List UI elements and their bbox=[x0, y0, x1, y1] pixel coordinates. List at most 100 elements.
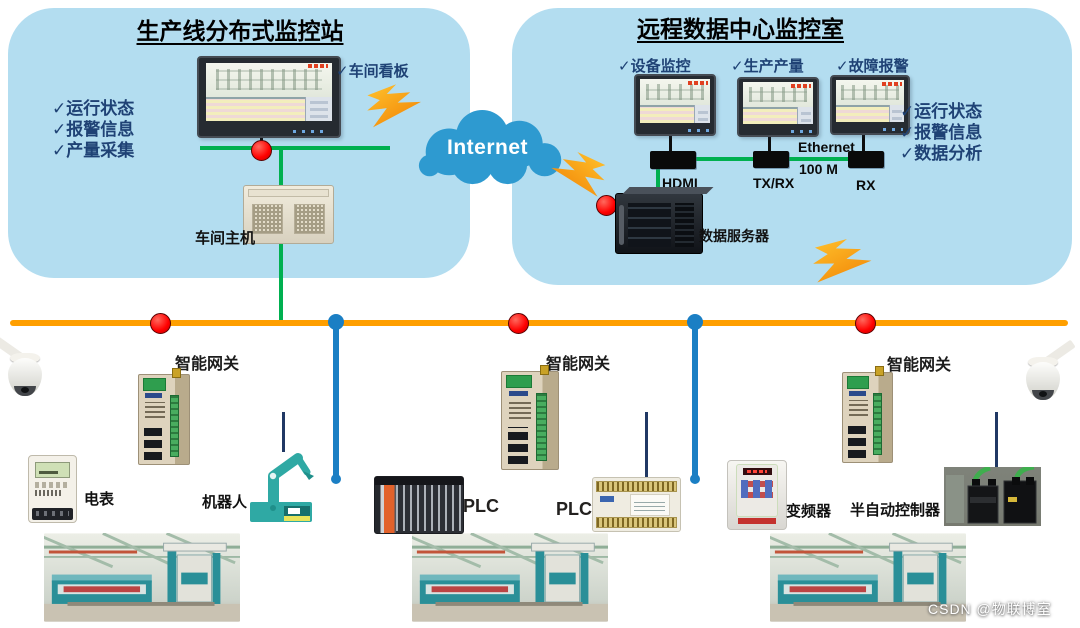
ethernet-ports bbox=[144, 425, 162, 460]
workshop-host-pc bbox=[243, 185, 334, 244]
monitor3-drop bbox=[862, 131, 865, 152]
alarm-flags bbox=[791, 83, 812, 88]
factory-photo-2 bbox=[412, 533, 608, 622]
plc-terminal-row bbox=[595, 480, 678, 492]
ethernet-ports bbox=[847, 423, 866, 458]
monitor-screen bbox=[742, 82, 814, 125]
gateway-text bbox=[848, 399, 869, 416]
right-zone-title: 远程数据中心监控室 bbox=[637, 16, 844, 42]
plc2-label: PLC bbox=[556, 499, 592, 519]
speed-label: 100 M bbox=[799, 161, 838, 177]
alarm-flags bbox=[308, 64, 329, 69]
left-checklist: ✓运行状态 ✓报警信息 ✓产量采集 bbox=[52, 98, 134, 161]
meter-barcode bbox=[34, 490, 63, 497]
internet-label: Internet bbox=[447, 136, 529, 159]
meter-lcd bbox=[35, 461, 70, 478]
electric-meter bbox=[28, 455, 77, 523]
remote-datacenter-zone bbox=[512, 8, 1072, 285]
node-left-lan bbox=[251, 140, 272, 161]
camera-lens-icon bbox=[1039, 391, 1047, 397]
controller-label: 半自动控制器 bbox=[850, 502, 941, 519]
antenna-port bbox=[540, 365, 550, 375]
inverter bbox=[727, 460, 787, 530]
monitor3-label: ✓故障报警 bbox=[836, 58, 909, 75]
left-lan-line bbox=[200, 146, 390, 150]
gateway-logo bbox=[848, 390, 866, 396]
right-checklist-item: ✓报警信息 bbox=[900, 123, 983, 142]
plc-faceplate bbox=[629, 493, 670, 517]
gateway-logo bbox=[508, 391, 528, 397]
ethernet-ports bbox=[507, 427, 528, 465]
bus-node-blue-2 bbox=[687, 314, 703, 330]
smart-gateway-1 bbox=[138, 368, 190, 465]
io-strip bbox=[872, 392, 883, 455]
monitor2-label: ✓生产产量 bbox=[731, 58, 804, 75]
drop-cap-2 bbox=[690, 474, 700, 484]
watermark: CSDN @物联博室 bbox=[928, 601, 1052, 617]
bus-node-red-2 bbox=[508, 313, 529, 334]
server-handle bbox=[619, 204, 624, 245]
ptz-camera-left bbox=[0, 335, 50, 410]
lightning-bolt-1 bbox=[363, 80, 423, 134]
meter-terminals bbox=[32, 507, 73, 521]
host-vent bbox=[293, 204, 325, 234]
field-bus bbox=[10, 320, 1068, 326]
server-label: 数据服务器 bbox=[699, 228, 769, 244]
meter-label: 电表 bbox=[84, 491, 115, 508]
scada-table bbox=[835, 104, 890, 123]
scada-panel bbox=[888, 104, 905, 123]
production-line-zone bbox=[8, 8, 470, 278]
hdmi-txrx-link bbox=[696, 157, 754, 161]
terminal-block bbox=[846, 376, 870, 389]
host-vent bbox=[252, 204, 284, 234]
bus-node-red-3 bbox=[855, 313, 876, 334]
alarm-flags bbox=[688, 80, 709, 85]
gateway-logo bbox=[145, 392, 162, 398]
scada-panel bbox=[797, 106, 814, 125]
plc-logo bbox=[599, 496, 614, 503]
factory-photo-1 bbox=[44, 533, 240, 622]
inverter-keys bbox=[740, 480, 774, 498]
scada-panel bbox=[694, 104, 711, 123]
semi-auto-controller bbox=[944, 467, 1041, 526]
drop-line-1 bbox=[333, 323, 339, 478]
smart-gateway-2 bbox=[501, 365, 559, 470]
hdmi-server-link bbox=[656, 169, 660, 195]
plc-terminal-row bbox=[595, 516, 678, 528]
inverter-display bbox=[742, 467, 772, 476]
production-output-monitor bbox=[737, 77, 819, 137]
hdmi-box bbox=[650, 151, 696, 169]
camera-lens-icon bbox=[21, 387, 29, 393]
left-checklist-item: ✓产量采集 bbox=[52, 141, 135, 160]
txrx-box bbox=[753, 151, 789, 168]
lightning-bolt-2 bbox=[550, 150, 608, 200]
device-monitoring-monitor bbox=[634, 74, 716, 136]
txrx-label: TX/RX bbox=[753, 175, 795, 191]
io-strip bbox=[536, 393, 547, 462]
plc1-label: PLC bbox=[463, 496, 499, 516]
monitor-screen bbox=[835, 80, 905, 123]
robot-label: 机器人 bbox=[202, 494, 248, 511]
antenna-port bbox=[172, 368, 181, 378]
left-checklist-item: ✓运行状态 bbox=[52, 99, 135, 118]
plc-rack bbox=[374, 476, 464, 534]
terminal-block bbox=[506, 375, 532, 388]
bus-node-blue-1 bbox=[328, 314, 344, 330]
gateway3-label: 智能网关 bbox=[887, 357, 952, 374]
inverter-tag bbox=[738, 518, 776, 525]
drop-line-2 bbox=[692, 323, 698, 478]
monitor1-label: ✓设备监控 bbox=[618, 58, 691, 75]
monitor-screen bbox=[639, 79, 711, 123]
ptz-camera-right bbox=[1018, 339, 1076, 414]
monitor2-drop bbox=[768, 133, 771, 152]
txrx-rx-link bbox=[789, 157, 849, 161]
fault-alarm-monitor bbox=[830, 75, 910, 135]
internet-cloud bbox=[418, 109, 562, 185]
gateway-text bbox=[145, 401, 165, 418]
host-label: 车间主机 bbox=[195, 230, 256, 247]
rx-label: RX bbox=[856, 177, 876, 193]
gateway2-label: 智能网关 bbox=[546, 356, 611, 373]
controller-drop-line bbox=[995, 412, 998, 468]
smart-gateway-3 bbox=[842, 366, 893, 463]
